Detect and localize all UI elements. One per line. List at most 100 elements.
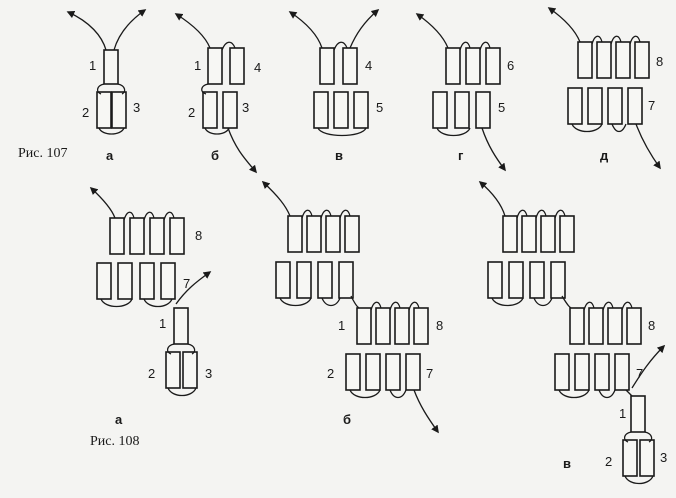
- loop: [629, 35, 641, 45]
- bead-1: [173, 307, 189, 345]
- bead: [287, 215, 303, 253]
- loop: [408, 301, 420, 311]
- loop: [370, 301, 382, 311]
- bead: [569, 307, 585, 345]
- loop: [644, 431, 653, 443]
- thread-out: [113, 9, 147, 51]
- bead-8: [634, 41, 650, 79]
- num-label: 1: [159, 316, 166, 331]
- thread-out: [175, 271, 212, 305]
- num-label: 4: [254, 60, 261, 75]
- bead: [325, 215, 341, 253]
- thread-in: [261, 180, 291, 217]
- bead: [502, 215, 518, 253]
- bead-3: [182, 351, 198, 389]
- thread-out: [481, 127, 506, 172]
- loop: [516, 209, 528, 219]
- thread-in: [174, 13, 211, 49]
- loop: [187, 343, 196, 355]
- bead: [554, 353, 570, 391]
- thread-in: [288, 11, 323, 49]
- num-label: 5: [498, 100, 505, 115]
- bead: [432, 91, 448, 129]
- bead-7: [614, 353, 630, 391]
- loop: [320, 209, 332, 219]
- panel-letter: в: [563, 456, 571, 471]
- num-label: 7: [426, 366, 433, 381]
- num-label: 7: [636, 366, 643, 381]
- loop: [279, 297, 312, 307]
- thread-out: [227, 127, 257, 174]
- num-label: 5: [376, 100, 383, 115]
- loop: [591, 35, 603, 45]
- num-label: 4: [365, 58, 372, 73]
- loop: [436, 127, 471, 137]
- num-label: 7: [183, 276, 190, 291]
- num-label: 8: [195, 228, 202, 243]
- loop: [301, 209, 313, 219]
- bead: [559, 215, 575, 253]
- loop: [204, 127, 230, 135]
- loop: [621, 301, 633, 311]
- bead: [445, 47, 461, 85]
- loop: [535, 209, 547, 219]
- bead: [96, 262, 112, 300]
- bead: [465, 47, 481, 85]
- bead-2: [96, 91, 112, 129]
- thread-in: [478, 180, 506, 217]
- num-label: 2: [327, 366, 334, 381]
- bead: [375, 307, 391, 345]
- panel-letter: г: [458, 148, 464, 163]
- panel-letter: б: [211, 148, 219, 163]
- panel-letter: а: [115, 412, 123, 427]
- loop: [321, 297, 341, 307]
- loop: [533, 297, 553, 307]
- loop: [624, 475, 654, 485]
- loop: [98, 127, 125, 135]
- num-label: 3: [205, 366, 212, 381]
- bead: [574, 353, 590, 391]
- bead-5: [475, 91, 491, 129]
- thread-in: [89, 186, 116, 219]
- bead: [296, 261, 312, 299]
- num-label: 3: [242, 100, 249, 115]
- bead: [550, 261, 566, 299]
- panel-letter: а: [106, 148, 114, 163]
- fig107-panel-v: 4 5 в: [288, 8, 383, 163]
- bead: [149, 217, 165, 255]
- panel-letter: в: [335, 148, 343, 163]
- loop: [602, 301, 614, 311]
- panel-letter: д: [600, 148, 609, 163]
- loop: [123, 211, 135, 221]
- bead: [319, 47, 335, 85]
- bead: [333, 91, 349, 129]
- thread-in: [415, 13, 449, 49]
- loop: [459, 41, 471, 51]
- fig108-panel-b: 1 8 2 7 б: [261, 180, 443, 434]
- loop: [349, 389, 381, 399]
- bead-3: [111, 91, 127, 129]
- bead: [540, 215, 556, 253]
- bead-2: [202, 91, 218, 129]
- bead: [385, 353, 401, 391]
- loop: [221, 41, 236, 51]
- num-label: 2: [188, 105, 195, 120]
- loop: [143, 298, 173, 308]
- bead: [594, 353, 610, 391]
- bead: [139, 262, 155, 300]
- bead-6: [485, 47, 501, 85]
- bead: [275, 261, 291, 299]
- loop: [166, 343, 175, 355]
- bead: [313, 91, 329, 129]
- loop: [611, 123, 627, 133]
- bead-7: [405, 353, 421, 391]
- loop: [554, 209, 566, 219]
- loop: [583, 301, 595, 311]
- bead: [588, 307, 604, 345]
- bead-1: [103, 49, 119, 85]
- bead: [508, 261, 524, 299]
- bead-5: [353, 91, 369, 129]
- num-label: 8: [648, 318, 655, 333]
